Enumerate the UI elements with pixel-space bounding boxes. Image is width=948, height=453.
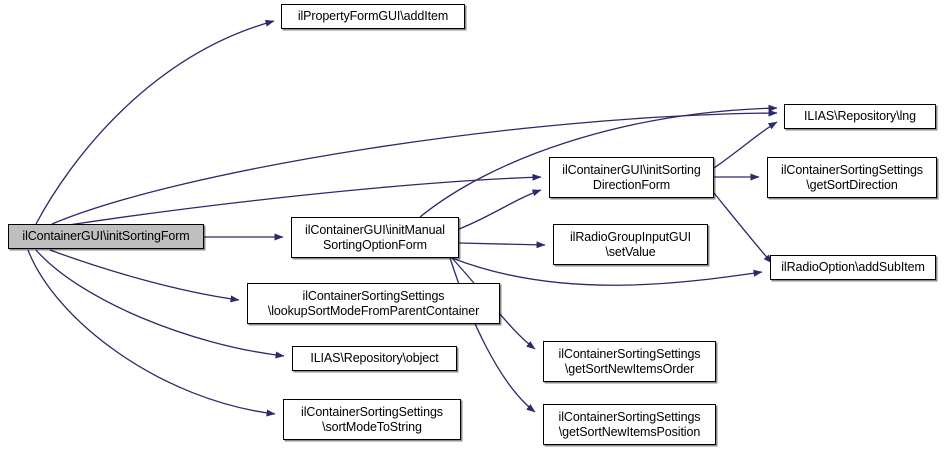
graph-node-sortModeToString[interactable]: ilContainerSortingSettings \sortModeToSt… bbox=[283, 399, 461, 440]
graph-node-addSubItem[interactable]: ilRadioOption\addSubItem bbox=[770, 255, 936, 280]
graph-node-label: ilContainerSortingSettings \getSortNewIt… bbox=[558, 346, 701, 376]
graph-node-lng[interactable]: ILIAS\Repository\lng bbox=[784, 104, 936, 129]
graph-node-initSortingForm[interactable]: ilContainerGUI\initSortingForm bbox=[8, 224, 204, 249]
graph-node-label: ilContainerSortingSettings \lookupSortMo… bbox=[267, 288, 480, 318]
graph-node-label: ilContainerSortingSettings \getSortDirec… bbox=[781, 162, 923, 192]
graph-node-label: ilContainerGUI\initManual SortingOptionF… bbox=[305, 222, 445, 252]
graph-edge-initManualSortingOptionForm-to-getSortNewItemsPosition bbox=[449, 257, 536, 413]
graph-edge-initSortingDirectionForm-to-lng bbox=[713, 121, 778, 169]
graph-node-label: ILIAS\Repository\object bbox=[310, 351, 439, 365]
graph-node-object[interactable]: ILIAS\Repository\object bbox=[292, 346, 457, 371]
graph-node-label: ilContainerSortingSettings \sortModeToSt… bbox=[301, 404, 443, 434]
graph-node-addItem[interactable]: ilPropertyFormGUI\addItem bbox=[281, 4, 465, 29]
graph-node-getSortNewItemsPosition[interactable]: ilContainerSortingSettings \getSortNewIt… bbox=[543, 404, 716, 445]
graph-node-label: ilContainerGUI\initSorting DirectionForm bbox=[562, 162, 701, 192]
graph-node-getSortNewItemsOrder[interactable]: ilContainerSortingSettings \getSortNewIt… bbox=[543, 341, 716, 382]
graph-edge-initSortingForm-to-sortModeToString bbox=[27, 249, 276, 417]
graph-node-lookupSortModeFromParentContainer[interactable]: ilContainerSortingSettings \lookupSortMo… bbox=[247, 283, 500, 324]
graph-edge-initSortingDirectionForm-to-addSubItem bbox=[713, 192, 773, 264]
graph-node-label: ilPropertyFormGUI\addItem bbox=[297, 9, 449, 23]
graph-edges bbox=[27, 19, 778, 417]
graph-edge-initSortingForm-to-object bbox=[35, 249, 285, 359]
graph-edge-initManualSortingOptionForm-to-initSortingDirectionForm bbox=[458, 189, 542, 230]
graph-edge-initManualSortingOptionForm-to-setValue bbox=[458, 241, 546, 249]
graph-edge-initManualSortingOptionForm-to-lng bbox=[419, 104, 778, 218]
graph-node-label: ilContainerSortingSettings \getSortNewIt… bbox=[558, 409, 701, 439]
graph-node-label: ilRadioGroupInputGUI \setValue bbox=[570, 229, 691, 259]
graph-edge-initSortingForm-to-addItem bbox=[35, 19, 275, 225]
graph-edge-initSortingForm-to-lng bbox=[51, 109, 778, 225]
graph-node-label: ILIAS\Repository\lng bbox=[804, 109, 916, 123]
graph-node-label: ilContainerGUI\initSortingForm bbox=[22, 229, 190, 243]
graph-edge-initSortingForm-to-initSortingDirectionForm bbox=[61, 173, 542, 227]
graph-edge-initManualSortingOptionForm-to-addSubItem bbox=[451, 257, 763, 286]
graph-edge-initSortingForm-to-lookupSortModeFromParentContainer bbox=[49, 249, 240, 303]
graph-node-label: ilRadioOption\addSubItem bbox=[781, 260, 925, 274]
graph-node-setValue[interactable]: ilRadioGroupInputGUI \setValue bbox=[553, 224, 708, 265]
graph-node-initSortingDirectionForm[interactable]: ilContainerGUI\initSorting DirectionForm bbox=[549, 157, 714, 198]
graph-node-getSortDirection[interactable]: ilContainerSortingSettings \getSortDirec… bbox=[767, 157, 937, 198]
graph-node-initManualSortingOptionForm[interactable]: ilContainerGUI\initManual SortingOptionF… bbox=[291, 217, 459, 258]
